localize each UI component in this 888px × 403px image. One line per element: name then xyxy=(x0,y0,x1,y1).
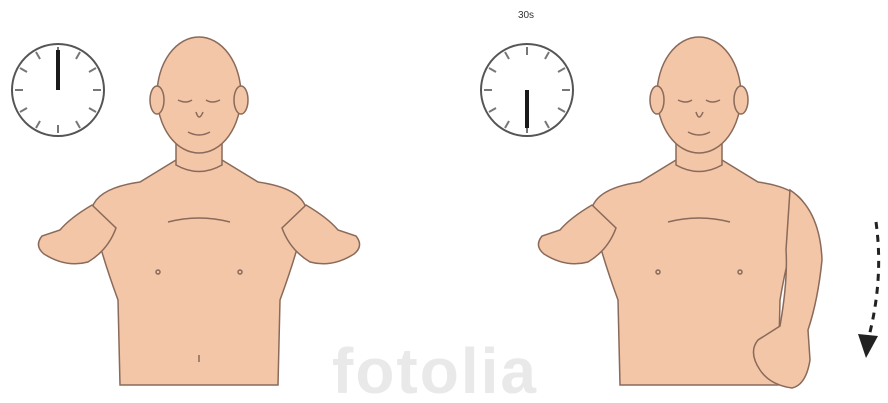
figure-after xyxy=(538,37,822,388)
timer-label: 30s xyxy=(511,10,541,21)
dashed-arrow-down-icon xyxy=(858,222,879,358)
clock-icon xyxy=(12,44,104,136)
panel-before xyxy=(12,37,360,385)
panel-after xyxy=(481,37,879,388)
clock-icon xyxy=(481,44,573,136)
